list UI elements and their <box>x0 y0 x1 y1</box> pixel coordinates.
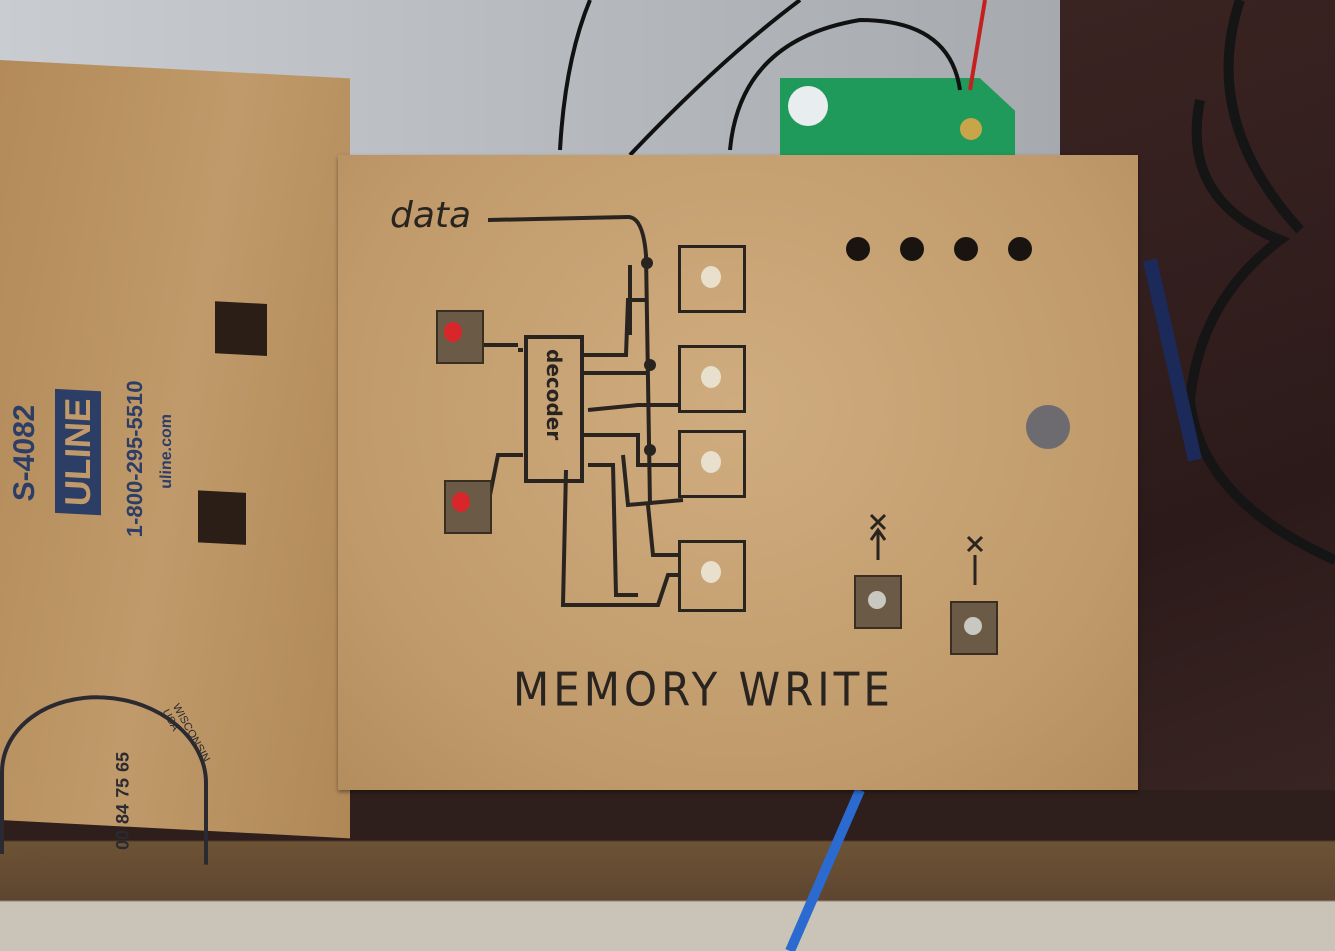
panel-hole <box>954 237 978 261</box>
address-button-2[interactable] <box>444 480 492 534</box>
box-flap: S-4082 ULINE 1-800-295-5510 uline.com WI… <box>0 60 350 865</box>
decoder-box: decoder <box>524 335 584 483</box>
part-number: S-4082 <box>8 403 41 503</box>
led-indicator <box>678 540 746 612</box>
led-indicator <box>678 345 746 413</box>
decoder-label: decoder <box>542 349 566 441</box>
panel-hole <box>900 237 924 261</box>
uline-logo: ULINE <box>55 388 101 516</box>
toggle-switch-1[interactable] <box>854 575 902 629</box>
box-certificate: WISCONSIN USA 00 84 75 65 <box>0 690 212 865</box>
panel-hole <box>846 237 870 261</box>
led-indicator <box>678 245 746 313</box>
flap-cutout <box>215 301 267 356</box>
panel-title: MEMORY WRITE <box>513 662 894 717</box>
toggle-switch-2[interactable] <box>950 601 998 655</box>
phone-number: 1-800-295-5510 <box>122 379 147 538</box>
memory-write-panel: data decoder x x MEMORY WRITE <box>338 155 1138 790</box>
switch-label: x <box>870 493 871 494</box>
website: uline.com <box>158 413 175 490</box>
data-label: data <box>390 195 472 236</box>
panel-hole <box>1008 237 1032 261</box>
wiring-diagram <box>478 214 984 607</box>
switch-label: x <box>968 520 969 521</box>
led-indicator <box>678 430 746 498</box>
panel-bolt <box>1026 405 1070 449</box>
address-button-1[interactable] <box>436 310 484 364</box>
flap-cutout <box>198 490 246 545</box>
pcb-board <box>780 78 1015 160</box>
